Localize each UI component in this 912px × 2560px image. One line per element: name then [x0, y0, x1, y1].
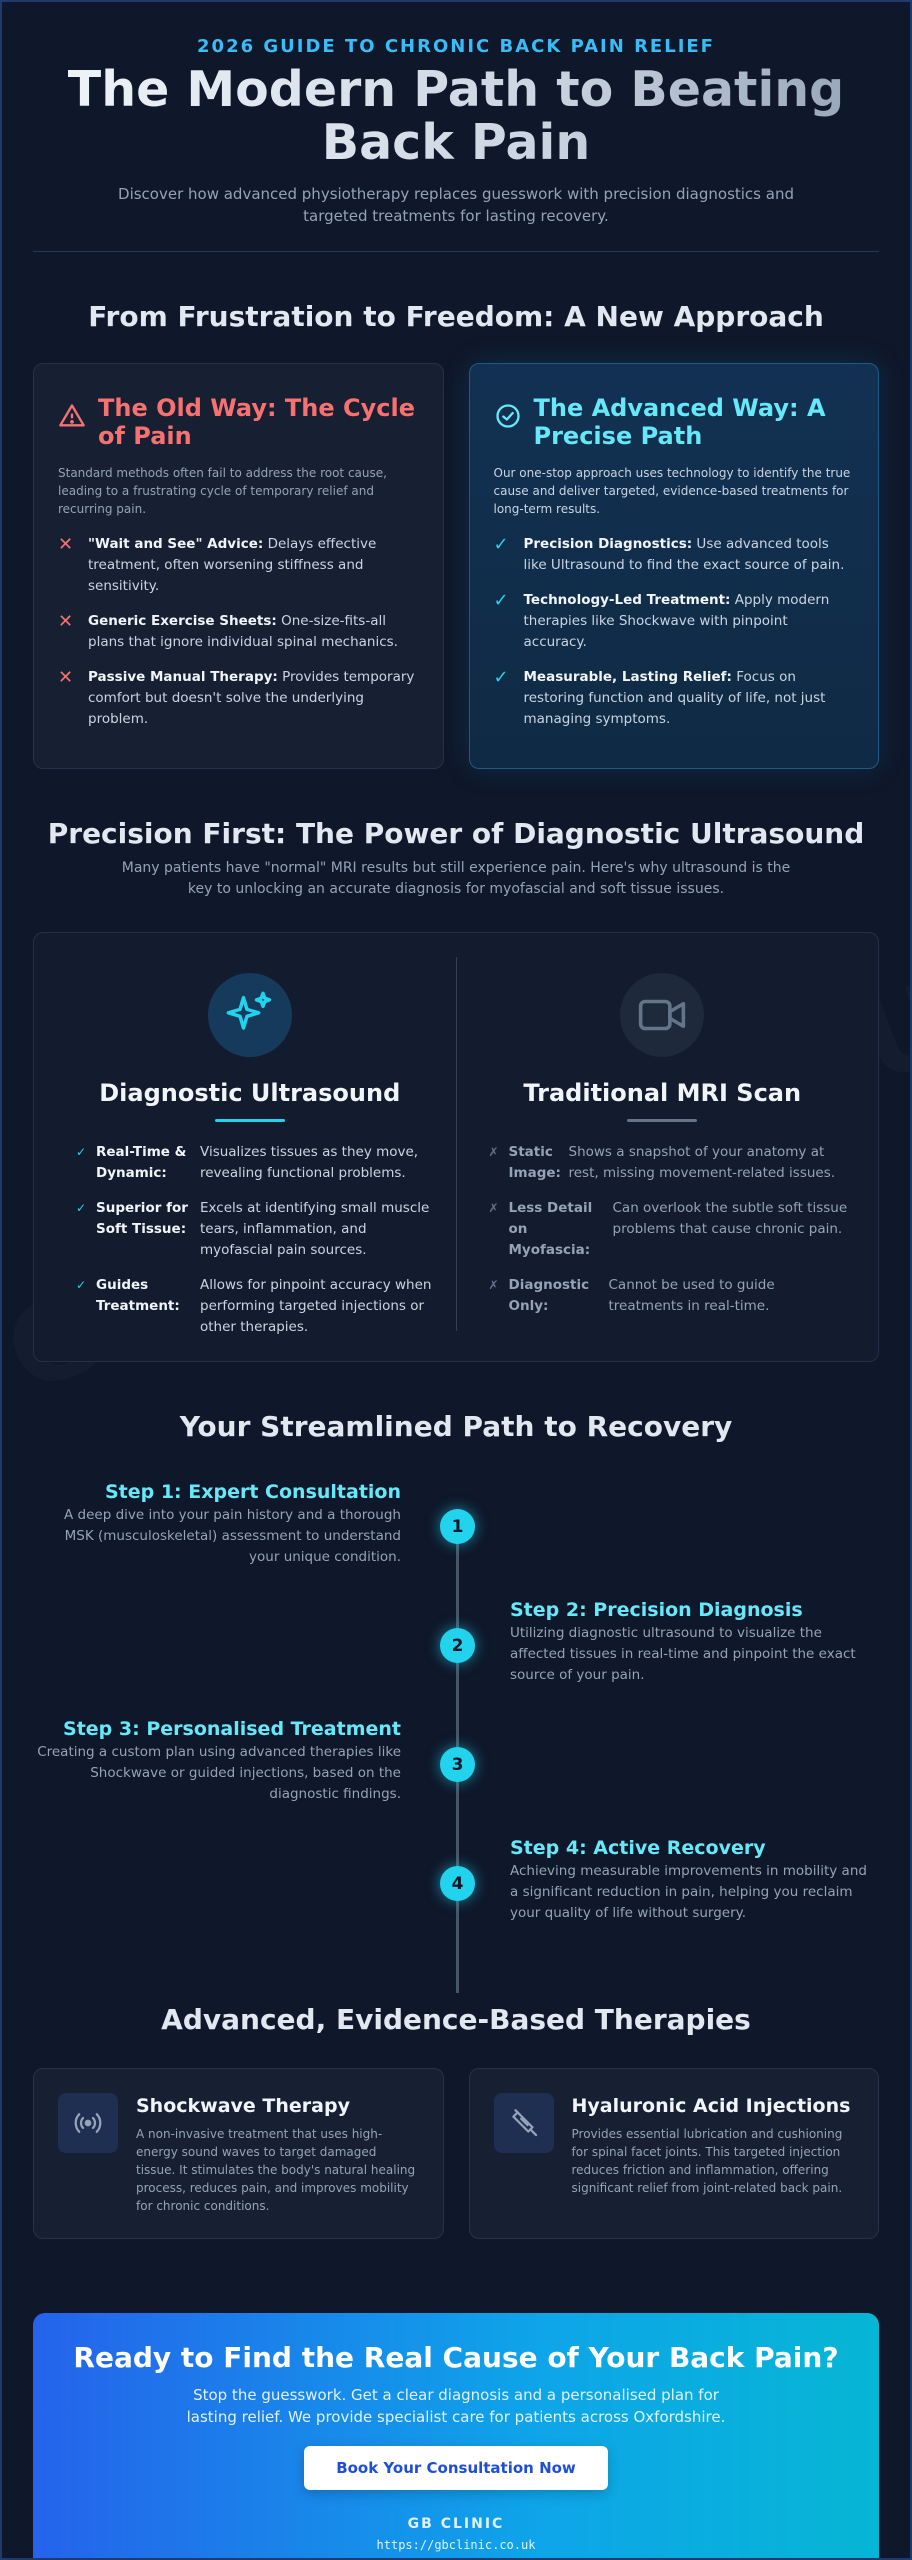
list-item: ✕Passive Manual Therapy: Provides tempor…	[58, 667, 419, 730]
therapy-card-shockwave: Shockwave Therapy A non-invasive treatme…	[33, 2068, 444, 2239]
video-camera-icon	[620, 973, 705, 1057]
cross-icon: ✕	[58, 611, 74, 632]
therapies-section: Shockwave Therapy A non-invasive treatme…	[33, 2068, 879, 2239]
book-consultation-button[interactable]: Book Your Consultation Now	[304, 2446, 608, 2490]
step-card: Step 3: Personalised Treatment Creating …	[33, 1718, 401, 1805]
step-title: Step 3: Personalised Treatment	[63, 1718, 401, 1740]
advanced-way-intro: Our one-stop approach uses technology to…	[493, 466, 851, 516]
header-eyebrow: 2026 GUIDE TO CHRONIC BACK PAIN RELIEF	[197, 36, 715, 57]
column-divider	[455, 957, 457, 1331]
therapy-card-hyaluronic: Hyaluronic Acid Injections Provides esse…	[468, 2068, 879, 2239]
header-divider	[33, 251, 879, 252]
cross-icon: ✕	[58, 534, 74, 555]
old-way-title: The Old Way: The Cycle of Pain	[98, 394, 416, 450]
ultrasound-title: Diagnostic Ultrasound	[99, 1079, 401, 1107]
check-icon: ✓	[76, 1201, 87, 1215]
step-number: 2	[440, 1628, 475, 1663]
path-title: Your Streamlined Path to Recovery	[179, 1410, 733, 1443]
check-icon: ✓	[493, 534, 509, 555]
sparkle-icon	[207, 973, 292, 1057]
list-item: ✕Generic Exercise Sheets: One-size-fits-…	[58, 611, 419, 653]
ultrasound-column: Diagnostic Ultrasound ✓Real-Time & Dynam…	[64, 973, 436, 1335]
ultrasound-vs-mri: Diagnostic Ultrasound ✓Real-Time & Dynam…	[33, 932, 879, 1362]
list-item: ✓Precision Diagnostics: Use advanced too…	[494, 534, 855, 576]
recovery-timeline: 1 2 3 4 Step 1: Expert Consultation A de…	[33, 1473, 879, 1993]
check-icon: ✓	[493, 590, 509, 611]
list-item: ✓Real-Time & Dynamic:Visualizes tissues …	[76, 1142, 436, 1184]
therapy-title: Hyaluronic Acid Injections	[571, 2095, 851, 2117]
check-icon: ✓	[493, 667, 509, 688]
comparison-section: The Old Way: The Cycle of Pain Standard …	[33, 363, 879, 769]
mri-column: Traditional MRI Scan ✗Static Image:Shows…	[477, 973, 849, 1331]
advanced-way-title: The Advanced Way: A Precise Path	[533, 394, 826, 450]
list-item: ✗Diagnostic Only:Cannot be used to guide…	[489, 1275, 849, 1317]
step-number: 1	[440, 1509, 475, 1544]
therapy-desc: A non-invasive treatment that uses high-…	[136, 2127, 416, 2213]
step-desc: Achieving measurable improvements in mob…	[510, 1863, 867, 1921]
advanced-way-card: The Advanced Way: A Precise Path Our one…	[468, 363, 879, 769]
syringe-icon	[493, 2093, 554, 2153]
check-badge-icon	[495, 404, 520, 428]
list-item: ✓Measurable, Lasting Relief: Focus on re…	[494, 667, 855, 730]
precision-title: Precision First: The Power of Diagnostic…	[47, 817, 865, 850]
step-card: Step 2: Precision Diagnosis Utilizing di…	[510, 1599, 878, 1686]
list-item: ✓Technology-Led Treatment: Apply modern …	[494, 590, 855, 653]
header-subtitle: Discover how advanced physiotherapy repl…	[118, 185, 794, 225]
mri-title: Traditional MRI Scan	[523, 1079, 802, 1107]
precision-subtitle: Many patients have "normal" MRI results …	[121, 860, 791, 897]
cross-icon: ✗	[488, 1145, 499, 1159]
check-icon: ✓	[76, 1145, 87, 1159]
cross-icon: ✗	[488, 1201, 499, 1215]
cross-icon: ✗	[488, 1278, 499, 1292]
step-number: 3	[440, 1747, 475, 1782]
old-way-card: The Old Way: The Cycle of Pain Standard …	[33, 363, 444, 769]
cta-text: Stop the guesswork. Get a clear diagnosi…	[186, 2386, 726, 2426]
list-item: ✗Static Image:Shows a snapshot of your a…	[489, 1142, 849, 1184]
website-link[interactable]: https://gbclinic.co.uk	[376, 2538, 536, 2552]
page-header: 2026 GUIDE TO CHRONIC BACK PAIN RELIEF T…	[33, 2, 879, 252]
cross-icon: ✕	[58, 667, 74, 688]
step-title: Step 2: Precision Diagnosis	[510, 1599, 803, 1621]
list-item: ✗Less Detail on Myofascia:Can overlook t…	[489, 1198, 849, 1261]
old-way-intro: Standard methods often fail to address t…	[58, 466, 387, 516]
step-desc: Creating a custom plan using advanced th…	[37, 1744, 401, 1802]
page-title: The Modern Path to Beating Back Pain	[33, 63, 879, 169]
check-icon: ✓	[76, 1278, 87, 1292]
list-item: ✓Superior for Soft Tissue:Excels at iden…	[76, 1198, 436, 1261]
step-title: Step 1: Expert Consultation	[104, 1481, 401, 1503]
warning-icon	[59, 404, 85, 427]
comparison-title: From Frustration to Freedom: A New Appro…	[88, 300, 824, 333]
cta-title: Ready to Find the Real Cause of Your Bac…	[73, 2341, 839, 2374]
step-number: 4	[440, 1866, 475, 1901]
therapy-desc: Provides essential lubrication and cushi…	[571, 2127, 843, 2195]
step-card: Step 1: Expert Consultation A deep dive …	[33, 1481, 401, 1568]
brand-name: GB CLINIC	[407, 2516, 505, 2532]
step-title: Step 4: Active Recovery	[510, 1837, 766, 1859]
list-item: ✓Guides Treatment:Allows for pinpoint ac…	[76, 1275, 436, 1338]
list-item: ✕"Wait and See" Advice: Delays effective…	[58, 534, 419, 597]
therapy-title: Shockwave Therapy	[136, 2095, 350, 2117]
step-card: Step 4: Active Recovery Achieving measur…	[510, 1837, 878, 1924]
step-desc: A deep dive into your pain history and a…	[64, 1507, 401, 1565]
cta-banner: Ready to Find the Real Cause of Your Bac…	[33, 2313, 879, 2558]
mri-underline	[627, 1119, 698, 1122]
step-desc: Utilizing diagnostic ultrasound to visua…	[510, 1625, 856, 1683]
therapies-title: Advanced, Evidence-Based Therapies	[161, 2003, 751, 2036]
ultrasound-underline	[214, 1119, 285, 1122]
wave-signal-icon	[58, 2093, 118, 2153]
